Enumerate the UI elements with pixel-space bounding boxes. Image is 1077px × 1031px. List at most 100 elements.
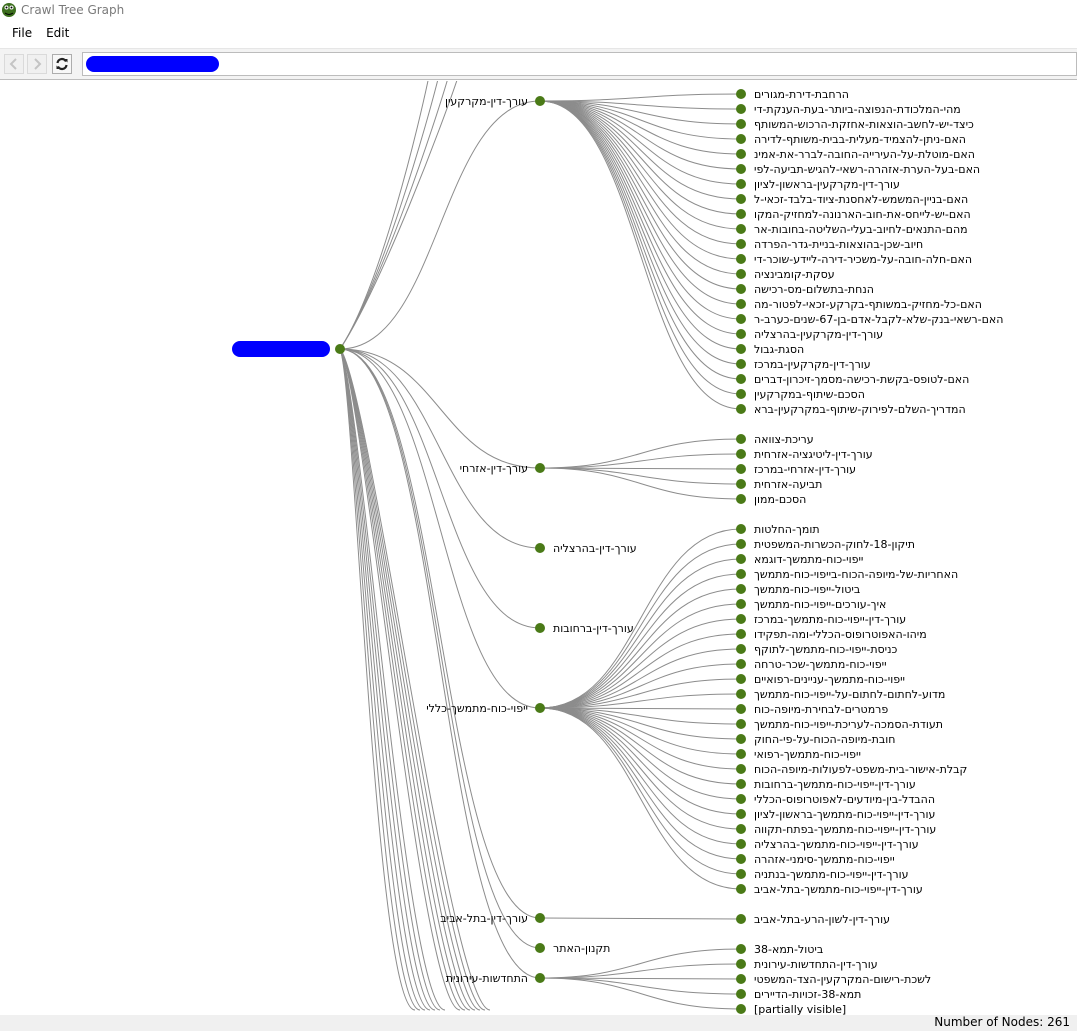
- leaf-node[interactable]: [736, 269, 746, 279]
- leaf-label[interactable]: עורך-דין-מקרקעין-בראשון-לציון: [754, 178, 900, 191]
- leaf-label[interactable]: האם-ניתן-להצמיד-מעלית-בבית-משותף-לדירה: [754, 133, 966, 146]
- leaf-node[interactable]: [736, 389, 746, 399]
- leaf-node[interactable]: [736, 299, 746, 309]
- leaf-label[interactable]: עורך-דין-ייפוי-כוח-מתמשך-בהרצליה: [754, 838, 919, 851]
- leaf-node[interactable]: [736, 734, 746, 744]
- leaf-label[interactable]: האם-יש-לייחס-את-חוב-הארנונה-למחזיק-המקו: [754, 208, 971, 221]
- leaf-label[interactable]: מהם-התנאים-לחיוב-בעלי-השליטה-בחובות-אר: [754, 223, 968, 236]
- root-node[interactable]: [335, 344, 345, 354]
- url-input[interactable]: [82, 52, 1077, 76]
- leaf-label[interactable]: האחריות-של-מיופה-הכוח-בייפוי-כוח-מתמשך: [754, 568, 958, 581]
- leaf-node[interactable]: [736, 1004, 746, 1014]
- leaf-node[interactable]: [736, 629, 746, 639]
- leaf-node[interactable]: [736, 869, 746, 879]
- leaf-label[interactable]: הסכם-שיתוף-במקרקעין: [754, 388, 865, 401]
- branch-node[interactable]: [535, 973, 545, 983]
- leaf-node[interactable]: [736, 584, 746, 594]
- leaf-node[interactable]: [736, 479, 746, 489]
- branch-label[interactable]: עורך-דין-אזרחי: [460, 462, 528, 475]
- leaf-label[interactable]: עורך-דין-ייפוי-כוח-מתמשך-במרכז: [754, 613, 906, 626]
- leaf-node[interactable]: [736, 644, 746, 654]
- branch-node[interactable]: [535, 463, 545, 473]
- leaf-label[interactable]: עריכת-צוואה: [754, 433, 814, 446]
- leaf-label[interactable]: עורך-דין-ייפוי-כוח-מתמשך-בפתח-תקווה: [754, 823, 936, 836]
- leaf-label[interactable]: עורך-דין-התחדשות-עירונית: [754, 958, 878, 971]
- leaf-label[interactable]: עורך-דין-מקרקעין-במרכז: [754, 358, 871, 371]
- leaf-label[interactable]: איך-עורכים-ייפוי-כוח-מתמשך: [754, 598, 886, 611]
- branch-label[interactable]: עורך-דין-בהרצליה: [553, 542, 637, 555]
- leaf-label[interactable]: עורך-דין-ייפוי-כוח-מתמשך-ברחובות: [754, 778, 916, 791]
- leaf-node[interactable]: [736, 614, 746, 624]
- leaf-node[interactable]: [736, 944, 746, 954]
- branch-node[interactable]: [535, 543, 545, 553]
- leaf-node[interactable]: [736, 374, 746, 384]
- leaf-label[interactable]: האם-כל-מחזיק-במשותף-בקרקע-זכאי-לפטור-מה: [754, 298, 982, 311]
- leaf-label[interactable]: תעודת-הסמכה-לעריכת-ייפוי-כוח-מתמשך: [754, 718, 943, 731]
- leaf-node[interactable]: [736, 119, 746, 129]
- leaf-node[interactable]: [736, 464, 746, 474]
- menu-edit[interactable]: Edit: [46, 26, 70, 40]
- leaf-label[interactable]: עורך-דין-לשון-הרע-בתל-אביב: [754, 913, 890, 926]
- leaf-node[interactable]: [736, 539, 746, 549]
- leaf-label[interactable]: הסכם-ממון: [754, 493, 806, 506]
- leaf-node[interactable]: [736, 659, 746, 669]
- leaf-node[interactable]: [736, 554, 746, 564]
- branch-label[interactable]: ייפוי-כוח-מתמשך-כללי: [426, 702, 528, 715]
- leaf-node[interactable]: [736, 824, 746, 834]
- leaf-node[interactable]: [736, 404, 746, 414]
- back-button[interactable]: [4, 54, 24, 74]
- leaf-label[interactable]: מהי-המלכודת-הנפוצה-ביותר-בעת-הענקת-די: [754, 103, 961, 116]
- leaf-node[interactable]: [736, 989, 746, 999]
- leaf-label[interactable]: ייפוי-כוח-מתמשך-סימני-אזהרה: [754, 853, 895, 866]
- leaf-node[interactable]: [736, 809, 746, 819]
- branch-label[interactable]: התחדשות-עירונית: [446, 972, 528, 985]
- leaf-label[interactable]: כניסת-ייפוי-כוח-מתמשך-לתוקף: [754, 643, 898, 656]
- leaf-label[interactable]: [partially visible]: [754, 1003, 846, 1015]
- leaf-label[interactable]: עורך-דין-ליטיגציה-אזרחית: [754, 448, 873, 461]
- branch-label[interactable]: עורך-דין-מקרקעין: [445, 95, 528, 108]
- leaf-node[interactable]: [736, 674, 746, 684]
- leaf-node[interactable]: [736, 284, 746, 294]
- leaf-node[interactable]: [736, 719, 746, 729]
- leaf-node[interactable]: [736, 704, 746, 714]
- leaf-label[interactable]: עורך-דין-ייפוי-כוח-מתמשך-בנתניה: [754, 868, 908, 881]
- leaf-label[interactable]: תמא-38-זכויות-הדיירים: [754, 988, 861, 1001]
- leaf-label[interactable]: עורך-דין-אזרחי-במרכז: [754, 463, 856, 476]
- leaf-node[interactable]: [736, 494, 746, 504]
- leaf-node[interactable]: [736, 329, 746, 339]
- leaf-node[interactable]: [736, 179, 746, 189]
- leaf-node[interactable]: [736, 749, 746, 759]
- leaf-node[interactable]: [736, 209, 746, 219]
- branch-node[interactable]: [535, 943, 545, 953]
- leaf-label[interactable]: האם-בעל-הערת-אזהרה-רשאי-להגיש-תביעה-לפי: [754, 163, 980, 176]
- leaf-label[interactable]: האם-לטופס-בקשת-רכישה-מסמך-זיכרון-דברים: [754, 373, 969, 386]
- leaf-label[interactable]: תביעה-אזרחית: [754, 478, 822, 491]
- leaf-node[interactable]: [736, 254, 746, 264]
- leaf-label[interactable]: עורך-דין-ייפוי-כוח-מתמשך-בתל-אביב: [754, 883, 923, 896]
- leaf-node[interactable]: [736, 344, 746, 354]
- leaf-node[interactable]: [736, 839, 746, 849]
- leaf-label[interactable]: מדוע-לחתום-לחתום-על-ייפוי-כוח-מתמשך: [754, 688, 945, 701]
- leaf-label[interactable]: ייפוי-כוח-מתמשך-דוגמא: [754, 553, 863, 566]
- leaf-label[interactable]: ייפוי-כוח-מתמשך-עניינים-רפואיים: [754, 673, 905, 686]
- menu-file[interactable]: File: [12, 26, 33, 40]
- leaf-label[interactable]: חובת-מיופה-הכוח-על-פי-החוק: [754, 733, 895, 746]
- leaf-label[interactable]: ייפוי-כוח-מתמשך-רפואי: [754, 748, 861, 761]
- leaf-label[interactable]: ההבדל-בין-מיודעים-לאפוטרופוס-הכללי: [754, 793, 935, 806]
- leaf-label[interactable]: ייפוי-כוח-מתמשך-שכר-טרחה: [754, 658, 887, 671]
- leaf-label[interactable]: ביטול-תמא-38: [754, 943, 823, 956]
- leaf-node[interactable]: [736, 569, 746, 579]
- leaf-node[interactable]: [736, 914, 746, 924]
- leaf-label[interactable]: עסקת-קומבינציה: [754, 268, 835, 281]
- leaf-node[interactable]: [736, 689, 746, 699]
- leaf-node[interactable]: [736, 164, 746, 174]
- leaf-node[interactable]: [736, 314, 746, 324]
- leaf-label[interactable]: קבלת-אישור-בית-משפט-לפעולות-מיופה-הכוח: [754, 763, 967, 776]
- branch-label[interactable]: עורך-דין-ברחובות: [553, 622, 634, 635]
- leaf-label[interactable]: תיקון-18-לחוק-הכשרות-המשפטית: [754, 538, 915, 551]
- leaf-label[interactable]: תומך-החלטות: [754, 523, 820, 536]
- leaf-node[interactable]: [736, 884, 746, 894]
- branch-node[interactable]: [535, 96, 545, 106]
- leaf-label[interactable]: עורך-דין-מקרקעין-בהרצליה: [754, 328, 883, 341]
- leaf-label[interactable]: הנחת-בתשלום-מס-רכישה: [754, 283, 874, 296]
